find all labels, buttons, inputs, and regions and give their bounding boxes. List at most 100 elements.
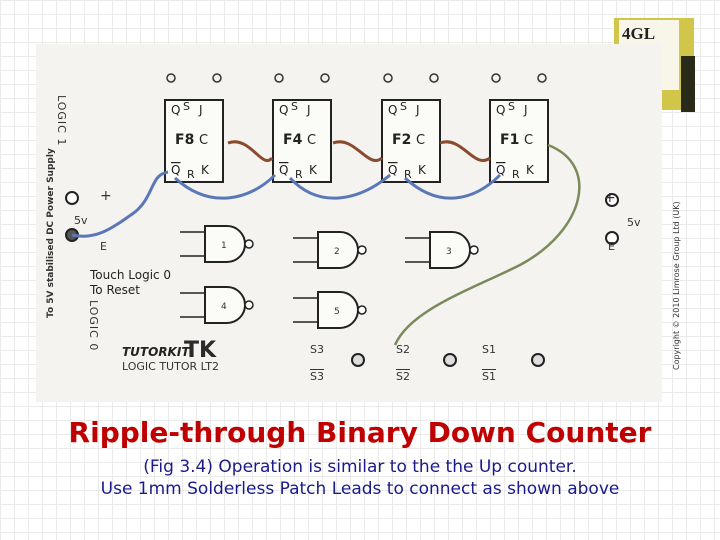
- gate-number-label: 5: [334, 307, 340, 317]
- brown-clock-lead-2: [332, 140, 383, 162]
- toggle-switch-2[interactable]: [443, 353, 457, 367]
- flipflop-q-label: Q: [171, 103, 180, 117]
- switch-s3bar-label: S3: [310, 370, 324, 383]
- product-label: LOGIC TUTOR LT2: [122, 360, 219, 373]
- terminal-socket[interactable]: [537, 73, 547, 83]
- power-e-right-terminal[interactable]: [605, 231, 619, 245]
- gate-inverter-bubble: [469, 245, 479, 255]
- gate-number-label: 4: [221, 302, 227, 312]
- logo-edge: [681, 56, 695, 112]
- flipflop-box: [272, 99, 332, 183]
- switch-s1bar-label: S1: [482, 370, 496, 383]
- caption-line2: Use 1mm Solderless Patch Leads to connec…: [100, 479, 620, 499]
- brand-label: TUTORKIT: [122, 345, 190, 359]
- blue-reset-lead: [71, 170, 169, 238]
- gate-inverter-bubble: [357, 245, 367, 255]
- terminal-socket[interactable]: [320, 73, 330, 83]
- toggle-switch-1[interactable]: [531, 353, 545, 367]
- logic0-label: LOGIC 0: [87, 300, 100, 352]
- brown-clock-lead-3: [439, 140, 491, 162]
- terminal-socket[interactable]: [491, 73, 501, 83]
- flipflop-q-label: Q: [279, 103, 288, 117]
- flipflop-k-label: K: [418, 163, 427, 177]
- flipflop-c-label: C: [199, 133, 208, 148]
- flipflop-name-label: F4: [283, 132, 303, 148]
- flipflop-c-label: C: [416, 133, 425, 148]
- green-clock-lead: [393, 143, 581, 346]
- flipflop-k-label: K: [526, 163, 535, 177]
- flipflop-s-label: S: [400, 100, 407, 113]
- terminal-socket[interactable]: [383, 73, 393, 83]
- flipflop-qbar-label: Q: [171, 163, 180, 177]
- brand-tk-icon: TK: [184, 338, 217, 363]
- nand-gate-4: 4: [180, 286, 254, 324]
- switch-s3-label: S3: [310, 343, 324, 356]
- flipflop-r-label: R: [404, 168, 412, 181]
- flipflop-j-label: J: [306, 103, 311, 117]
- flipflop-box: [164, 99, 224, 183]
- reset-note-line2: To Reset: [90, 283, 140, 297]
- toggle-switch-3[interactable]: [351, 353, 365, 367]
- gate-number-label: 1: [221, 241, 227, 251]
- flipflop-name-label: F8: [175, 132, 194, 148]
- flipflop-j-label: J: [523, 103, 528, 117]
- gate-inverter-bubble: [244, 300, 254, 310]
- volts-right-label: 5v: [627, 216, 641, 229]
- gate-number-label: 2: [334, 247, 340, 257]
- terminal-socket[interactable]: [166, 73, 176, 83]
- blue-ripple-lead-2: [288, 173, 391, 200]
- power-supply-label: To 5V stabilised DC Power Supply: [46, 148, 56, 318]
- caption-line1: (Fig 3.4) Operation is similar to the th…: [143, 457, 577, 477]
- gate-group: 1 2 3 4 5: [180, 225, 479, 329]
- terminal-group: [65, 191, 619, 367]
- flipflop-s-label: S: [508, 100, 515, 113]
- logo-text: 4GL: [622, 24, 656, 43]
- flipflop-qbar-label: Q: [279, 163, 288, 177]
- volts-left-label: 5v: [74, 214, 88, 227]
- flipflop-s-label: S: [291, 100, 298, 113]
- blue-ripple-lead-3: [403, 173, 502, 200]
- flipflop-qbar-label: Q: [496, 163, 505, 177]
- switch-s1-label: S1: [482, 343, 496, 356]
- terminal-socket[interactable]: [274, 73, 284, 83]
- flipflop-name-label: F2: [392, 132, 411, 148]
- flipflop-q-label: Q: [388, 103, 397, 117]
- gate-number-label: 3: [446, 247, 452, 257]
- switch-s2bar-label: S2: [396, 370, 410, 383]
- nand-gate-5: 5: [293, 291, 367, 329]
- copyright-label: Copyright © 2010 Limrose Group Ltd (UK): [672, 201, 681, 370]
- flipflop-s-label: S: [183, 100, 190, 113]
- nand-gate-1: 1: [180, 225, 254, 263]
- terminal-socket[interactable]: [429, 73, 439, 83]
- flipflop-name-label: F1: [500, 132, 519, 148]
- flipflop-r-label: R: [295, 168, 303, 181]
- switch-s2-label: S2: [396, 343, 410, 356]
- e-right-label: E: [608, 240, 615, 253]
- gate-inverter-bubble: [244, 239, 254, 249]
- flipflop-c-label: C: [307, 133, 316, 148]
- flipflop-box: [381, 99, 441, 183]
- power-plus-left-terminal[interactable]: [65, 191, 79, 205]
- flipflop-c-label: C: [524, 133, 533, 148]
- diagram-title: Ripple-through Binary Down Counter: [68, 416, 652, 449]
- flipflop-k-label: K: [309, 163, 318, 177]
- flipflop-r-label: R: [187, 168, 195, 181]
- flipflop-box: [489, 99, 549, 183]
- flipflop-k-label: K: [201, 163, 210, 177]
- e-left-label: E: [100, 240, 107, 253]
- power-plus-right-terminal[interactable]: [605, 193, 619, 207]
- gate-inverter-bubble: [357, 305, 367, 315]
- logic-tutor-board: [36, 44, 662, 402]
- plus-left-label: +: [100, 188, 112, 204]
- terminal-socket[interactable]: [212, 73, 222, 83]
- flipflop-qbar-label: Q: [388, 163, 397, 177]
- flipflop-q-label: Q: [496, 103, 505, 117]
- flipflop-j-label: J: [415, 103, 420, 117]
- blue-ripple-lead-1: [173, 173, 277, 200]
